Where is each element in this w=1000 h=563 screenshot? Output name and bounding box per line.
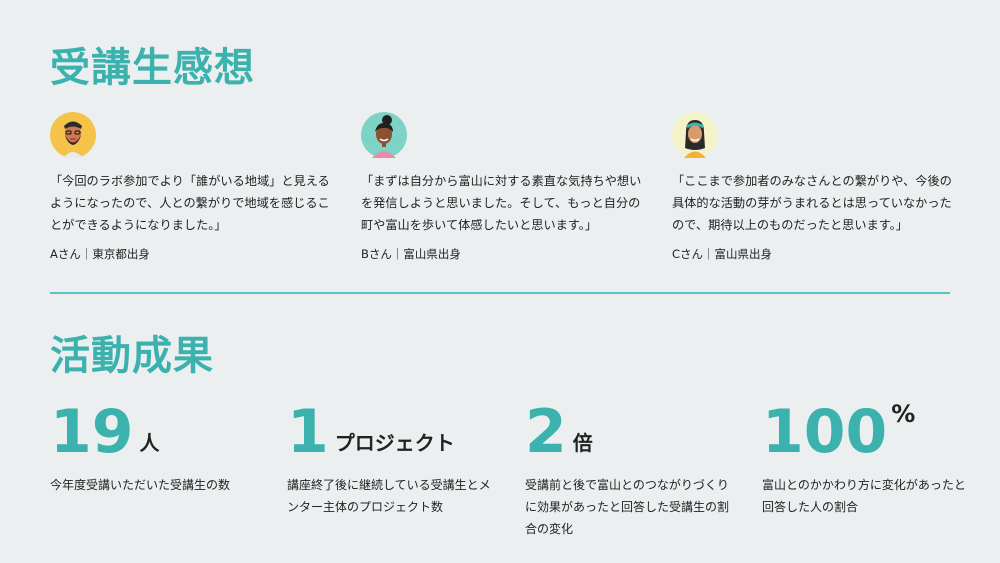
stat-unit: 倍 [572,431,593,455]
stat-connection-change: 2 倍 受講前と後で富山とのつながりづくりに効果があったと回答した受講生の割合の… [525,398,735,540]
testimonial-quote: 「今回のラボ参加でより「誰がいる地域」と見えるようになったので、人との繋がりで地… [50,174,330,232]
testimonial-quote: 「ここまで参加者のみなさんとの繋がりや、今後の具体的な活動の芽がうまれるとは思っ… [672,174,952,232]
stat-students: 19 人 今年度受講いただいた受講生の数 [50,398,260,496]
stat-number: 1 [287,397,329,467]
stat-description: 富山とのかかわり方に変化があったと回答した人の割合 [762,478,966,514]
section-divider [50,292,950,294]
stat-number: 19 [50,397,134,467]
stat-description: 講座終了後に継続している受講生とメンター主体のプロジェクト数 [287,478,491,514]
testimonial-card-a: 「今回のラボ参加でより「誰がいる地域」と見えるようになったので、人との繋がりで地… [50,112,335,262]
testimonial-author: Cさん｜富山県出身 [672,247,773,261]
stat-number: 2 [525,397,567,467]
woman-headband-avatar-icon [672,112,718,158]
stat-description: 受講前と後で富山とのつながりづくりに効果があったと回答した受講生の割合の変化 [525,478,730,536]
stat-description: 今年度受講いただいた受講生の数 [50,478,231,492]
results-title: 活動成果 [50,333,214,379]
testimonial-quote: 「まずは自分から富山に対する素直な気持ちや想いを発信しようと思いました。そして、… [361,174,642,232]
testimonials-title: 受講生感想 [50,45,255,91]
stat-projects: 1 プロジェクト 講座終了後に継続している受講生とメンター主体のプロジェクト数 [287,398,497,518]
testimonial-card-b: 「まずは自分から富山に対する素直な気持ちや想いを発信しようと思いました。そして、… [361,112,646,262]
stat-unit: 人 [139,431,160,455]
bearded-man-avatar-icon [50,112,96,158]
stat-relationship-change: 100 % 富山とのかかわり方に変化があったと回答した人の割合 [762,398,972,518]
woman-bun-avatar-icon [361,112,407,158]
testimonial-author: Aさん｜東京都出身 [50,247,150,261]
stat-number: 100 [762,397,888,467]
stat-unit: プロジェクト [334,431,455,455]
testimonial-card-c: 「ここまで参加者のみなさんとの繋がりや、今後の具体的な活動の芽がうまれるとは思っ… [672,112,957,262]
stat-unit: % [891,400,916,428]
testimonial-author: Bさん｜富山県出身 [361,247,461,261]
